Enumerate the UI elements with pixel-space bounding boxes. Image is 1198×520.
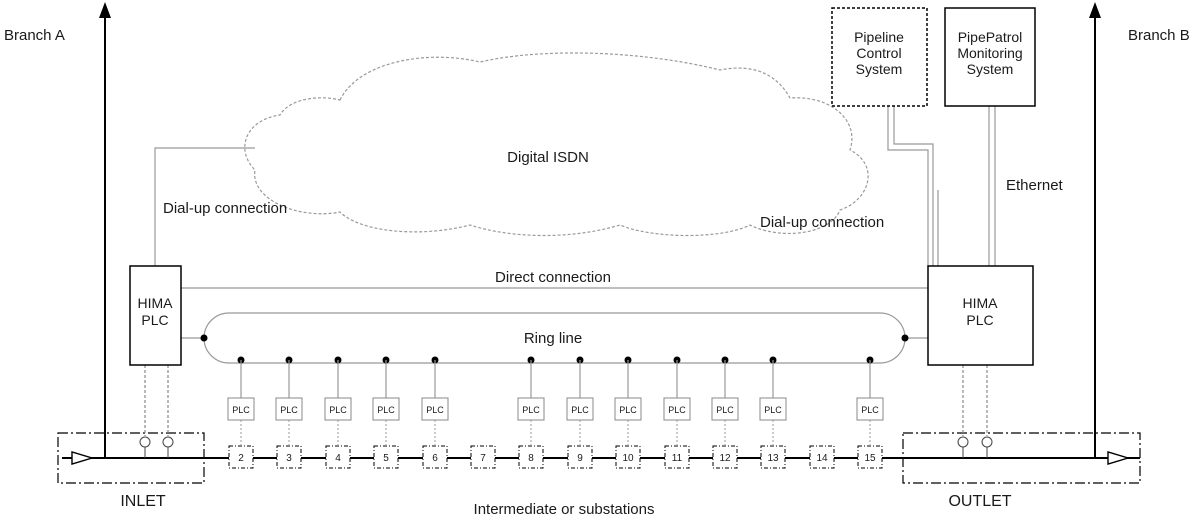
- branch-a-label: Branch A: [4, 27, 65, 44]
- station-plc-label: PLC: [861, 405, 879, 415]
- station-plc-label: PLC: [426, 405, 444, 415]
- direct-connection-label: Direct connection: [495, 269, 611, 286]
- station-number: 11: [672, 453, 683, 464]
- pipeline-control-link: [887, 106, 929, 266]
- pipepatrol-line2: Monitoring: [957, 45, 1022, 61]
- station-number: 10: [622, 453, 634, 464]
- hima-right-line1: HIMA: [963, 295, 999, 311]
- pipeline-control-line1: Pipeline: [854, 29, 904, 45]
- inlet-label: INLET: [120, 493, 166, 510]
- stations-group: 2 PLC 3 PLC 4 PLC 5 PLC 6 PLC 7 8 PLC 9 PLC 10 PLC 11 PLC 1…: [227, 356, 884, 469]
- outlet-sensor-1: [957, 436, 969, 448]
- pipeline-control-line2: Control: [856, 45, 901, 61]
- station-number: 15: [864, 453, 876, 464]
- hima-plc-right: [927, 265, 1034, 366]
- hima-left-line2: PLC: [141, 312, 168, 328]
- hima-left-line1: HIMA: [138, 295, 174, 311]
- station-plc-label: PLC: [280, 405, 298, 415]
- station-box: [470, 445, 496, 469]
- station-number: 7: [480, 453, 486, 464]
- pipepatrol-line1: PipePatrol: [958, 29, 1023, 45]
- pipepatrol-line3: System: [967, 61, 1014, 77]
- outlet-sensor-2: [981, 436, 993, 448]
- station-number: 2: [238, 453, 244, 464]
- station-number: 14: [816, 453, 828, 464]
- pipeline-control-line3: System: [856, 61, 903, 77]
- outlet-flow-arrow: [1107, 451, 1131, 465]
- station-number: 4: [335, 453, 341, 464]
- pipeline-control-system: [831, 7, 928, 107]
- branch-b-label: Branch B: [1128, 27, 1190, 44]
- dialup-line-left: [154, 147, 255, 266]
- inlet-sensor-1: [139, 436, 151, 448]
- ring-line: [203, 312, 906, 364]
- branch-b-arrowhead: [1089, 2, 1101, 18]
- pipeline-control-link-2: [893, 106, 934, 266]
- station-plc-label: PLC: [522, 405, 540, 415]
- stations-caption: Intermediate or substations: [474, 501, 655, 518]
- station-plc-label: PLC: [716, 405, 734, 415]
- inlet-sensor-2: [162, 436, 174, 448]
- station-plc-label: PLC: [619, 405, 637, 415]
- ring-node-right: [901, 334, 909, 342]
- station-plc-label: PLC: [571, 405, 589, 415]
- station-number: 5: [383, 453, 389, 464]
- station-plc-label: PLC: [377, 405, 395, 415]
- ring-node-left: [200, 334, 208, 342]
- station-plc-label: PLC: [764, 405, 782, 415]
- station-number: 9: [577, 453, 583, 464]
- station-plc-label: PLC: [329, 405, 347, 415]
- hima-plc-left: [129, 265, 182, 366]
- station-plc-label: PLC: [668, 405, 686, 415]
- ring-line-label: Ring line: [524, 330, 582, 347]
- branch-a-arrowhead: [99, 2, 111, 18]
- ethernet-label: Ethernet: [1006, 177, 1064, 194]
- dialup-left-label: Dial-up connection: [163, 200, 287, 217]
- outlet-label: OUTLET: [948, 493, 1011, 510]
- station-number: 12: [719, 453, 731, 464]
- dialup-right-label: Dial-up connection: [760, 214, 884, 231]
- inlet-flow-arrow: [71, 451, 95, 465]
- station-number: 8: [528, 453, 534, 464]
- station-number: 13: [767, 453, 779, 464]
- station-number: 6: [432, 453, 438, 464]
- digital-isdn-label: Digital ISDN: [507, 149, 589, 166]
- station-box: [809, 445, 835, 469]
- isdn-cloud: [244, 52, 869, 237]
- hima-right-line2: PLC: [966, 312, 993, 328]
- station-number: 3: [286, 453, 292, 464]
- station-plc-label: PLC: [232, 405, 250, 415]
- inlet-box: [57, 432, 205, 484]
- outlet-box: [902, 432, 1141, 484]
- pipepatrol-monitoring-system: [944, 7, 1036, 107]
